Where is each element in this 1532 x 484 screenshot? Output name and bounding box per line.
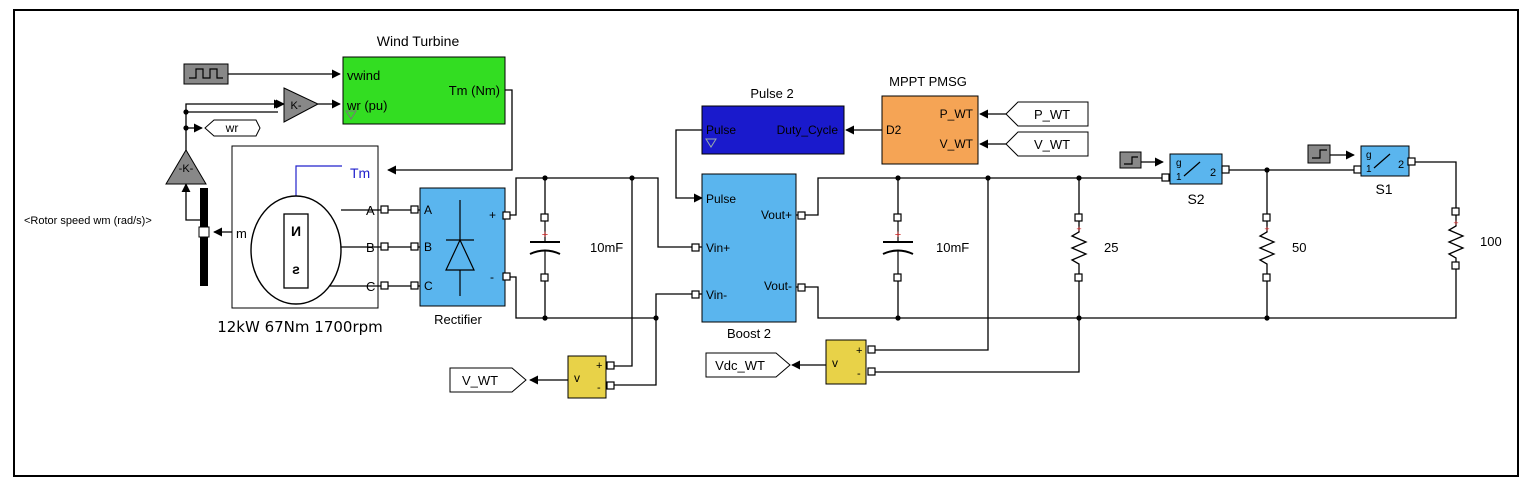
gain-top-label: K- [291,100,302,112]
r25-label: 25 [1104,240,1118,255]
pulse2-pulse-port: Pulse [706,123,736,137]
resistor-50[interactable]: + 50 [1258,213,1306,282]
voltage-measurement-1[interactable]: v + - [567,355,615,399]
svg-text:1: 1 [1366,164,1372,175]
step-source-s2[interactable] [1119,151,1142,169]
step-icon [1124,156,1138,165]
from-tag-v-wt[interactable]: V_WT [1005,131,1089,157]
vmeas2-plus: + [856,345,862,357]
wind-turbine-title: Wind Turbine [377,33,460,49]
vmeas2-minus: - [857,368,861,380]
machine-symbol-s: ƨ [292,261,300,277]
switch-s2[interactable]: g 1 2 S2 [1161,153,1230,207]
svg-text:+: + [1076,224,1081,234]
boost-caption: Boost 2 [727,326,771,341]
svg-text:g: g [1366,150,1372,161]
boost-pulse-port: Pulse [706,192,736,206]
boost2-block[interactable]: Pulse Vin+ Vin- Vout+ Vout- Boost 2 [701,173,797,341]
wr-port-label: wr (pu) [346,98,387,113]
voltage-measurement-2[interactable]: v + - [825,339,876,385]
resistor-100[interactable]: + 100 [1447,207,1502,270]
machine-c-port: C [366,279,375,294]
machine-tm-port: Tm [350,165,370,181]
svg-text:+: + [1453,218,1458,228]
step-source-s1[interactable] [1307,144,1331,164]
svg-text:+: + [1264,224,1269,234]
pulse2-duty-port: Duty_Cycle [777,123,839,137]
capacitor-2[interactable]: + 10mF [882,213,969,282]
svg-text:2: 2 [1210,167,1216,179]
pulse2-title: Pulse 2 [750,86,793,101]
mppt-title: MPPT PMSG [889,74,967,89]
vwind-port-label: vwind [347,68,380,83]
gain-block-top[interactable]: K- [283,87,320,123]
cap2-label: 10mF [936,240,969,255]
pmsg-machine-block[interactable]: И ƨ Tm m A B C 12kW 67Nm 1700rpm [217,145,383,336]
mppt-d2-port: D2 [886,123,902,137]
mppt-block[interactable]: MPPT PMSG D2 P_WT V_WT [881,74,979,165]
mppt-v-port: V_WT [940,137,974,151]
signal-wires [181,69,1457,386]
machine-b-port: B [366,240,375,255]
s1-label: S1 [1375,181,1392,197]
svg-text:2: 2 [1398,159,1404,171]
boost-vout-minus-port: Vout- [764,279,792,293]
mask-arrow-icon [705,138,717,148]
machine-m-port: m [236,226,247,241]
tm-out-port-label: Tm (Nm) [449,83,500,98]
vmeas2-label: v [832,356,838,370]
bus-selector-bar[interactable] [198,188,210,286]
wind-step-source[interactable] [183,63,229,85]
wr-goto-tag[interactable]: wr [204,119,261,137]
from-v-wt-label: V_WT [1034,137,1070,152]
goto-vdc-wt[interactable]: Vdc_WT [705,352,791,378]
rect-plus-port: + [489,208,496,222]
goto-vdc-wt-label: Vdc_WT [715,358,765,373]
rect-b-port: B [424,240,432,254]
rect-c-port: C [424,279,433,293]
rotor-speed-label: <Rotor speed wm (rad/s)> [24,215,152,227]
cap1-label: 10mF [590,240,623,255]
rectifier-caption: Rectifier [434,312,482,327]
wind-turbine-block[interactable]: Wind Turbine vwind wr (pu) Tm (Nm) [342,33,506,125]
rect-minus-port: - [490,270,494,284]
svg-text:+: + [895,229,901,241]
resistor-25[interactable]: + 25 [1070,213,1118,282]
pulse2-block[interactable]: Pulse 2 Pulse Duty_Cycle [701,86,845,155]
vmeas1-label: v [574,371,580,385]
gain-block-left[interactable]: -K- [165,149,207,185]
vmeas1-plus: + [596,360,602,372]
goto-v-wt-label: V_WT [462,373,498,388]
gain-left-label: -K- [179,163,194,175]
boost-vin-plus-port: Vin+ [706,241,730,255]
boost-ports [691,211,806,299]
rect-a-port: A [424,203,432,217]
capacitor-1[interactable]: + 10mF [529,213,623,282]
mask-arrow-icon [345,110,357,120]
from-p-wt-label: P_WT [1034,107,1070,122]
wr-tag-label: wr [225,121,239,135]
pulse-wave-icon [189,68,223,79]
switch-s1[interactable]: g 1 2 S1 [1353,145,1416,197]
r100-label: 100 [1480,234,1502,249]
mppt-p-port: P_WT [940,107,974,121]
machine-caption: 12kW 67Nm 1700rpm [217,318,383,336]
machine-symbol-n: И [291,223,301,239]
from-tag-p-wt[interactable]: P_WT [1005,101,1089,127]
goto-v-wt[interactable]: V_WT [449,367,527,393]
machine-a-port: A [366,203,375,218]
conn-ports [380,205,511,290]
s2-label: S2 [1187,191,1204,207]
svg-text:1: 1 [1176,172,1182,183]
svg-text:g: g [1176,158,1182,169]
boost-vin-minus-port: Vin- [706,288,727,302]
step-icon [1312,149,1327,159]
boost-vout-plus-port: Vout+ [761,208,792,222]
r50-label: 50 [1292,240,1306,255]
rectifier-block[interactable]: A B C + - Rectifier [419,187,506,327]
svg-text:+: + [542,229,548,241]
vmeas1-minus: - [597,382,601,394]
junction-dots [183,109,1270,321]
